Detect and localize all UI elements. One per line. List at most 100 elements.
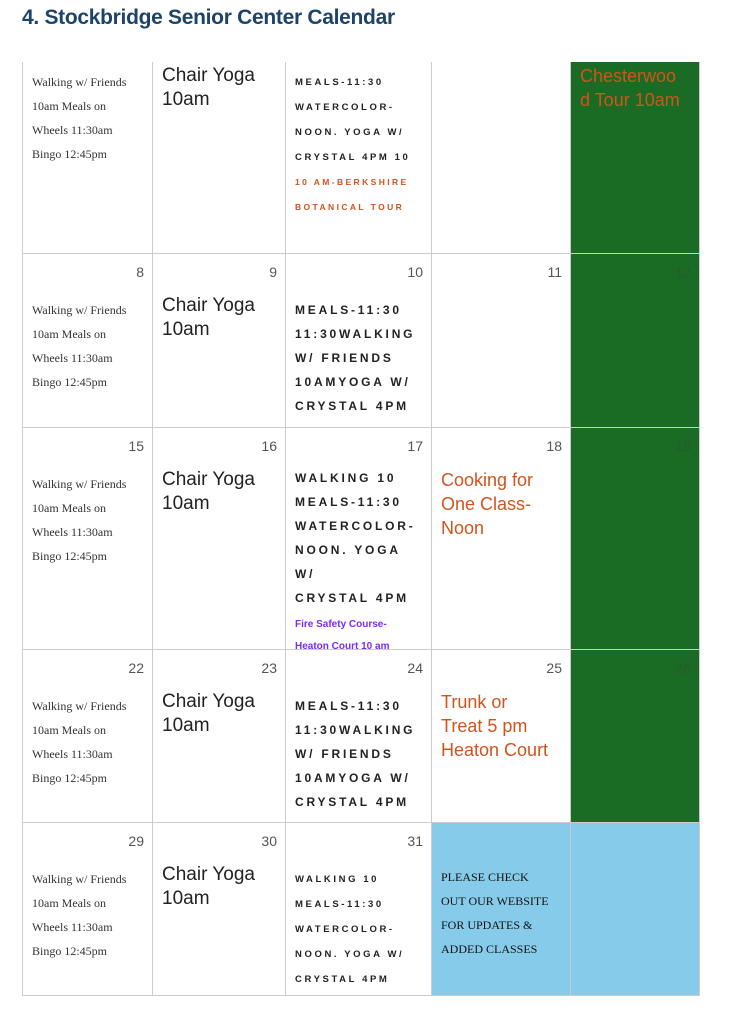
event-text: PLEASE CHECK — [441, 870, 529, 884]
event-text: 10am Meals on — [32, 723, 106, 737]
event-text: Treat 5 pm — [441, 716, 528, 736]
day-number: 11 — [547, 264, 562, 280]
calendar-day-cell: 11 — [431, 254, 570, 428]
calendar-day-cell: 26 — [570, 650, 700, 823]
event-text: 10am Meals on — [32, 99, 106, 113]
event-text: MEALS-11:30 — [295, 699, 402, 713]
event-text: One Class- — [441, 494, 532, 514]
event-text: OUT OUR WEBSITE — [441, 894, 549, 908]
event-text: WATERCOLOR- — [295, 102, 395, 113]
event-text: Bingo 12:45pm — [32, 771, 108, 785]
event-text: Wheels 11:30am — [32, 525, 113, 539]
day-number: 24 — [407, 660, 423, 676]
calendar-day-cell: PLEASE CHECK OUT OUR WEBSITE FOR UPDATES &… — [431, 823, 570, 996]
event-text: 10am Meals on — [32, 327, 106, 341]
event-text: Walking w/ Friends — [32, 75, 127, 89]
event-text: 10am Meals on — [32, 501, 106, 515]
event-text: Wheels 11:30am — [32, 747, 113, 761]
event-text: Bingo 12:45pm — [32, 944, 108, 958]
event-text: 10am Meals on — [32, 896, 106, 910]
event-text: 11:30WALKING — [295, 723, 416, 737]
calendar-day-cell: Walking w/ Friends 10am Meals on Wheels 11… — [22, 62, 152, 254]
event-text: Walking w/ Friends — [32, 303, 127, 317]
event-text: CRYSTAL 4PM 10 — [295, 152, 411, 163]
calendar-day-cell: 19 — [570, 428, 700, 650]
event-text: Wheels 11:30am — [32, 920, 113, 934]
event-text: FOR UPDATES & — [441, 918, 533, 932]
event-text: Trunk or — [441, 692, 508, 712]
calendar-day-cell — [431, 62, 570, 254]
event-text: Wheels 11:30am — [32, 351, 113, 365]
event-text: 10AMYOGA W/ — [295, 375, 411, 389]
event-text: CRYSTAL 4PM — [295, 795, 409, 809]
day-number: 12 — [675, 264, 691, 280]
day-number: 31 — [407, 833, 423, 849]
event-text: 10am — [162, 319, 210, 340]
day-number: 22 — [128, 660, 144, 676]
event-text: 10AMYOGA W/ — [295, 771, 411, 785]
event-text: d Tour 10am — [580, 90, 680, 110]
special-event-text: 10 AM-BERKSHIRE — [295, 177, 409, 187]
event-text: Chair Yoga — [162, 691, 255, 712]
event-text: Chair Yoga — [162, 864, 255, 885]
event-text: Chair Yoga — [162, 65, 255, 86]
event-text: NOON. YOGA W/ — [295, 543, 401, 581]
event-text: MEALS-11:30 — [295, 899, 384, 910]
event-text: WALKING 10 — [295, 874, 380, 885]
event-text: Bingo 12:45pm — [32, 147, 108, 161]
event-text: 10am — [162, 888, 210, 909]
day-number: 16 — [261, 438, 277, 454]
event-text: Walking w/ Friends — [32, 699, 127, 713]
event-text: Bingo 12:45pm — [32, 549, 108, 563]
event-text: Walking w/ Friends — [32, 477, 127, 491]
day-number: 9 — [269, 264, 277, 280]
event-text: W/ FRIENDS — [295, 747, 394, 761]
day-number: 17 — [407, 438, 423, 454]
event-text: Chair Yoga — [162, 295, 255, 316]
special-event-text: BOTANICAL TOUR — [295, 202, 405, 212]
event-text: W/ FRIENDS — [295, 351, 394, 365]
event-text: NOON. YOGA W/ — [295, 127, 405, 138]
day-number: 10 — [407, 264, 423, 280]
event-text: WALKING 10 — [295, 471, 397, 485]
day-number: 8 — [136, 264, 144, 280]
event-text: Bingo 12:45pm — [32, 375, 108, 389]
day-number: 19 — [675, 438, 691, 454]
event-text: Noon — [441, 518, 485, 538]
event-text: Cooking for — [441, 470, 534, 490]
event-text: Wheels 11:30am — [32, 123, 113, 137]
special-event-text: Heaton Court 10 am — [295, 641, 390, 652]
event-text: NOON. YOGA W/ — [295, 949, 405, 960]
day-number: 29 — [128, 833, 144, 849]
event-text: ADDED CLASSES — [441, 942, 538, 956]
event-text: MEALS-11:30 — [295, 303, 402, 317]
event-text: Walking w/ Friends — [32, 872, 127, 886]
event-text: Heaton Court — [441, 740, 549, 760]
calendar-day-cell — [570, 823, 700, 996]
event-text: CRYSTAL 4PM — [295, 591, 409, 605]
event-text: WATERCOLOR- — [295, 924, 395, 935]
event-text: 10am — [162, 715, 210, 736]
event-text: CRYSTAL 4PM — [295, 974, 390, 985]
event-text: 10am — [162, 493, 210, 514]
event-text: Chair Yoga — [162, 469, 255, 490]
page-title: 4. Stockbridge Senior Center Calendar — [22, 6, 395, 29]
calendar-day-cell: 12 — [570, 254, 700, 428]
event-text: MEALS-11:30 — [295, 495, 402, 509]
day-number: 23 — [261, 660, 277, 676]
